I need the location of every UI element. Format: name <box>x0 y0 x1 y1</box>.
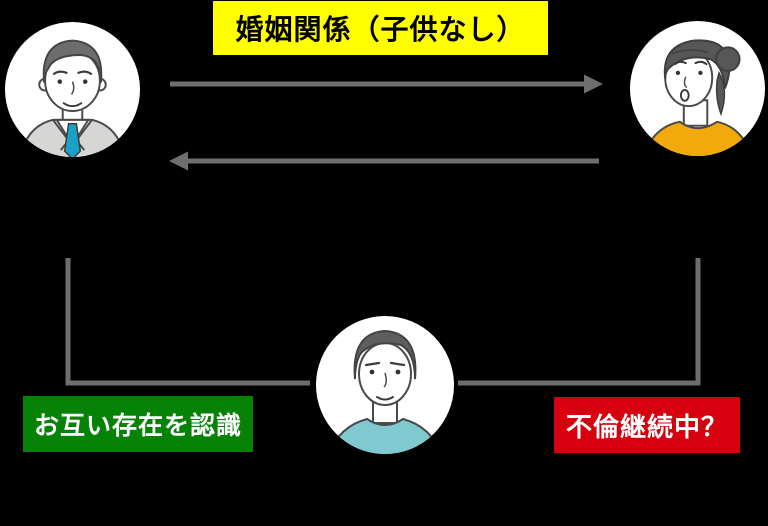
marriage-label: 婚姻関係（子供なし） <box>213 1 548 55</box>
affair-ongoing-label: 不倫継続中？ <box>554 397 740 453</box>
wife-avatar <box>629 20 766 157</box>
affair-partner-illustration <box>316 316 454 454</box>
husband-illustration <box>4 21 141 158</box>
arrow-wife-to-husband <box>169 151 599 171</box>
husband-avatar <box>4 21 141 158</box>
connector-partner-to-wife <box>458 258 701 386</box>
affair-partner-avatar <box>315 315 455 455</box>
mutual-awareness-label: お互い存在を認識 <box>23 396 253 452</box>
wife-illustration <box>629 20 766 157</box>
arrow-husband-to-wife <box>170 74 603 94</box>
connector-partner-to-husband <box>65 258 310 386</box>
